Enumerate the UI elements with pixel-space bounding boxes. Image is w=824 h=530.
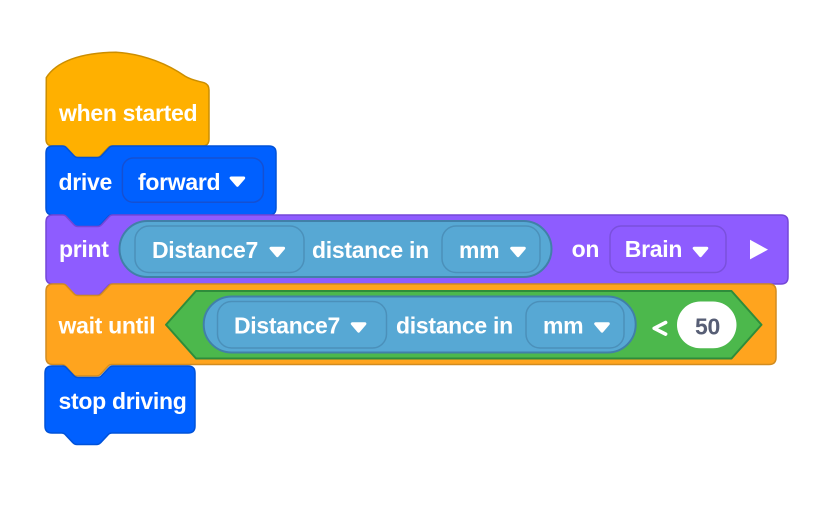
- svg-text:distance in: distance in: [312, 237, 429, 263]
- svg-text:on: on: [572, 236, 600, 262]
- svg-text:Distance7: Distance7: [234, 312, 340, 338]
- svg-text:drive: drive: [59, 169, 112, 195]
- svg-text:wait until: wait until: [58, 313, 156, 339]
- svg-text:forward: forward: [138, 169, 220, 195]
- svg-text:stop driving: stop driving: [59, 388, 187, 414]
- svg-text:50: 50: [695, 313, 720, 339]
- svg-text:mm: mm: [459, 237, 499, 263]
- svg-text:Brain: Brain: [625, 236, 682, 262]
- svg-text:mm: mm: [543, 312, 583, 338]
- svg-text:print: print: [59, 236, 109, 262]
- svg-text:when started: when started: [58, 100, 197, 126]
- svg-text:Distance7: Distance7: [152, 237, 258, 263]
- svg-text:distance in: distance in: [396, 312, 513, 338]
